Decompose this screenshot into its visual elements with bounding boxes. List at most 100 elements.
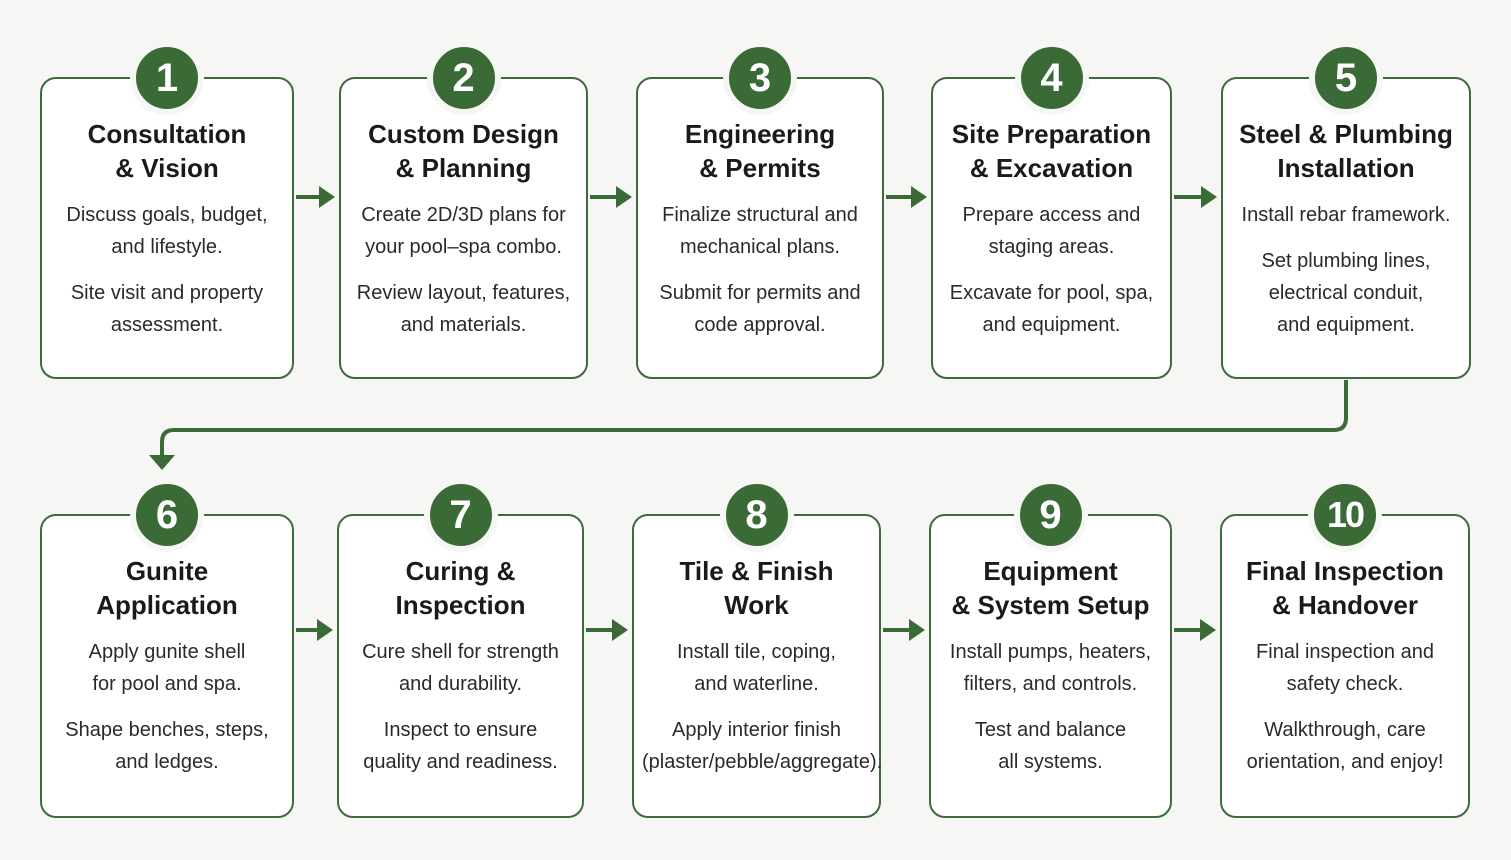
step-description-line: and equipment. xyxy=(982,314,1121,336)
step-title-line: & Planning xyxy=(395,153,532,183)
step-description-line: Discuss goals, budget, xyxy=(66,204,268,226)
step-description-line: quality and readiness. xyxy=(363,751,558,773)
step-title-line: Site Preparation xyxy=(951,119,1152,149)
arrow-head-row2-3 xyxy=(909,619,925,641)
step-number-badge: 9 xyxy=(1013,478,1088,552)
step-description-line: your pool–spa combo. xyxy=(365,236,562,258)
step-title-line: Consultation xyxy=(87,119,247,149)
step-number-badge: 2 xyxy=(426,41,501,115)
step-description: Finalize structural and mechanical plans. xyxy=(646,199,874,263)
step-number-badge: 8 xyxy=(719,478,794,552)
step-description-line: and equipment. xyxy=(1277,314,1415,336)
step-description-line: all systems. xyxy=(998,751,1103,773)
step-description-line: for pool and spa. xyxy=(92,673,242,695)
step-description: Excavate for pool, spa, and equipment. xyxy=(941,277,1162,341)
step-description-line: Prepare access and xyxy=(962,204,1141,226)
arrow-head-row2-4 xyxy=(1200,619,1216,641)
step-description-line: (plaster/pebble/aggregate). xyxy=(642,751,883,773)
step-description-line: filters, and controls. xyxy=(963,673,1138,695)
arrow-head-row2-2 xyxy=(612,619,628,641)
step-description: Create 2D/3D plans for your pool–spa comb… xyxy=(349,199,578,263)
step-number-badge: 1 xyxy=(130,41,204,115)
step-title-line: & Excavation xyxy=(969,153,1134,183)
step-description-line: electrical conduit, xyxy=(1268,282,1424,304)
step-description-line: code approval. xyxy=(694,314,826,336)
step-title-line: & Vision xyxy=(115,153,219,183)
step-description: Set plumbing lines, electrical conduit, an… xyxy=(1231,245,1461,341)
step-description: Review layout, features, and materials. xyxy=(349,277,578,341)
step-title: Consultation & Vision xyxy=(52,117,282,185)
step-number-badge: 4 xyxy=(1014,41,1089,115)
step-title-line: Custom Design xyxy=(368,119,559,149)
step-title-line: Curing & xyxy=(405,556,516,586)
step-title: Site Preparation & Excavation xyxy=(943,117,1160,185)
step-title-line: Final Inspection xyxy=(1246,556,1444,586)
step-description-line: and materials. xyxy=(400,314,527,336)
step-description: Site visit and property assessment. xyxy=(50,277,284,341)
arrow-head-row1-4 xyxy=(1201,186,1217,208)
step-description-line: Review layout, features, xyxy=(356,282,571,304)
step-description: Install rebar framework. xyxy=(1231,199,1461,231)
step-title: Equipment & System Setup xyxy=(941,554,1160,622)
step-description-line: assessment. xyxy=(110,314,224,336)
step-description-line: Finalize structural and xyxy=(662,204,858,226)
step-description-line: safety check. xyxy=(1286,673,1404,695)
step-title-line: Application xyxy=(96,590,238,620)
step-description-line: Final inspection and xyxy=(1256,641,1434,663)
step-description: Inspect to ensure quality and readiness. xyxy=(347,714,574,778)
step-description-line: Set plumbing lines, xyxy=(1261,250,1431,272)
step-description: Install pumps, heaters, filters, and cont… xyxy=(939,636,1162,700)
step-description: Apply interior finish (plaster/pebble/agg… xyxy=(642,714,883,778)
step-title-line: & Handover xyxy=(1272,590,1418,620)
arrow-head-row1-1 xyxy=(319,186,335,208)
step-description-line: Excavate for pool, spa, xyxy=(949,282,1154,304)
step-description-line: Test and balance xyxy=(974,719,1127,741)
step-title-line: Engineering xyxy=(684,119,836,149)
step-description-line: Inspect to ensure xyxy=(383,719,538,741)
arrow-head-row1-3 xyxy=(911,186,927,208)
step-description-line: and durability. xyxy=(398,673,523,695)
step-description: Discuss goals, budget,and lifestyle. xyxy=(50,199,284,263)
step-description-line: Create 2D/3D plans for xyxy=(361,204,566,226)
step-description: Install tile, coping, and waterline. xyxy=(642,636,871,700)
step-description-line: Apply interior finish xyxy=(672,719,841,741)
step-title-line: Inspection xyxy=(395,590,526,620)
step-number-badge: 3 xyxy=(723,41,797,115)
step-description-line: and ledges. xyxy=(115,751,219,773)
step-description-line: mechanical plans. xyxy=(679,236,841,258)
step-description: Submit for permits and code approval. xyxy=(646,277,874,341)
step-description-line: Submit for permits and xyxy=(659,282,861,304)
step-description-line: Shape benches, steps, xyxy=(65,719,269,741)
step-title-line: Equipment xyxy=(983,556,1118,586)
return-connector-head xyxy=(149,455,175,470)
step-description-line: and waterline. xyxy=(694,673,819,695)
step-description-line: Site visit and property xyxy=(70,282,264,304)
step-description-line: Install tile, coping, xyxy=(677,641,836,663)
step-title: Curing & Inspection xyxy=(349,554,572,622)
step-title-line: Tile & Finish xyxy=(679,556,834,586)
step-description: Test and balance all systems. xyxy=(939,714,1162,778)
step-number-badge: 10 xyxy=(1308,478,1382,552)
step-title-line: & Permits xyxy=(699,153,821,183)
step-number-badge: 5 xyxy=(1309,41,1383,115)
step-title-line: & System Setup xyxy=(951,590,1150,620)
step-number-badge: 7 xyxy=(423,478,498,552)
step-description-line: Install pumps, heaters, xyxy=(949,641,1152,663)
arrow-head-row1-2 xyxy=(616,186,632,208)
